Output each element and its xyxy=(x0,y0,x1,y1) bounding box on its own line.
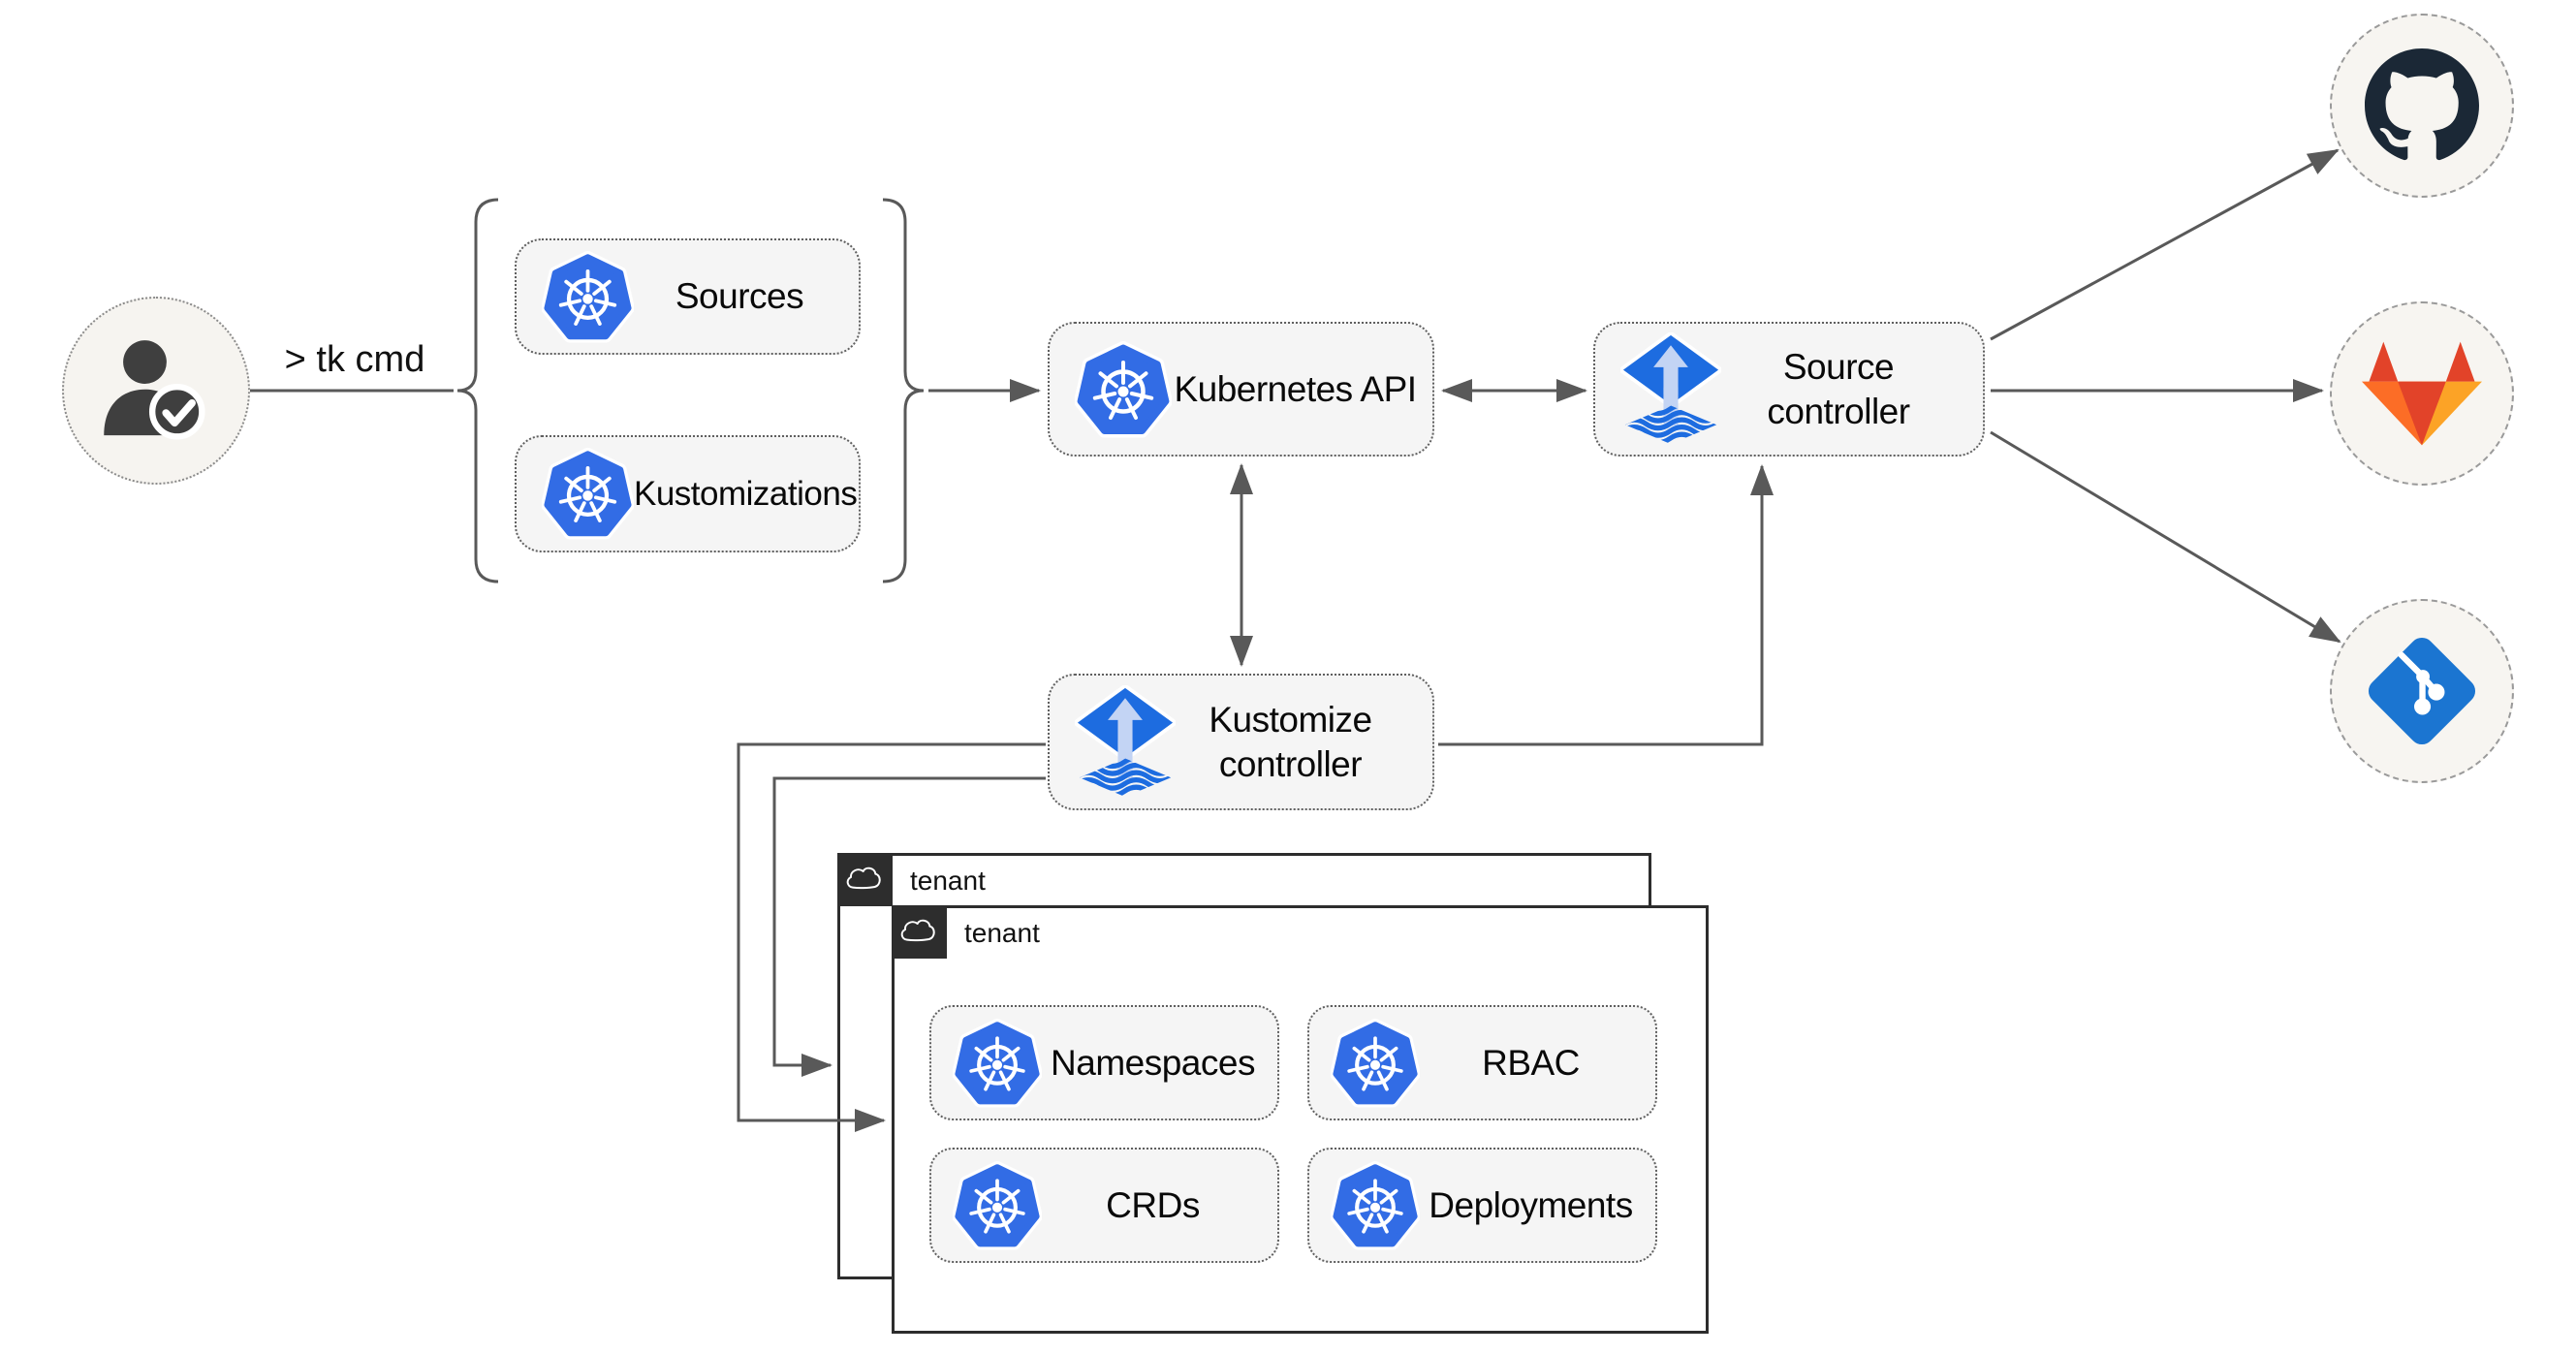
deployments-label: Deployments xyxy=(1429,1184,1633,1225)
bracket-right xyxy=(882,198,925,583)
kubernetes-api-label: Kubernetes API xyxy=(1174,368,1417,409)
tenant-corner-badge xyxy=(836,852,893,906)
cloud-icon xyxy=(899,918,938,945)
edge-source-controller-to-github xyxy=(1990,148,2340,341)
kubernetes-icon xyxy=(1331,1019,1420,1108)
kubernetes-icon xyxy=(542,251,634,343)
rbac-node: RBAC xyxy=(1307,1005,1657,1120)
cloud-icon xyxy=(845,866,884,893)
tenant-label: tenant xyxy=(964,918,1040,948)
git-icon xyxy=(2360,629,2484,753)
tenant-corner-badge xyxy=(891,904,947,959)
git-provider xyxy=(2330,599,2514,783)
sources-node: Sources xyxy=(515,238,861,355)
source-controller-label: Source controller xyxy=(1767,347,1910,431)
flux-icon xyxy=(1620,332,1721,446)
gitlab-icon xyxy=(2362,339,2482,448)
kubernetes-icon xyxy=(953,1019,1042,1108)
deployments-node: Deployments xyxy=(1307,1148,1657,1263)
kubernetes-api-node: Kubernetes API xyxy=(1048,322,1434,457)
cli-command-label: > tk cmd xyxy=(284,339,425,380)
bracket-left xyxy=(456,198,499,583)
namespaces-label: Namespaces xyxy=(1051,1042,1255,1083)
source-controller-node: Source controller xyxy=(1593,322,1985,457)
gitlab-provider xyxy=(2330,301,2514,486)
github-icon xyxy=(2365,48,2479,163)
tenant-label: tenant xyxy=(910,866,986,896)
namespaces-node: Namespaces xyxy=(929,1005,1279,1120)
edge-kustomize-to-source-controller xyxy=(1438,464,1774,746)
tenant-group-front: tenant Namespaces RBAC CRDs Deployments xyxy=(891,904,1709,1334)
kustomize-controller-label: Kustomize controller xyxy=(1209,700,1372,784)
github-provider xyxy=(2330,14,2514,198)
kubernetes-icon xyxy=(1331,1161,1420,1250)
user-avatar xyxy=(62,297,250,485)
sources-label: Sources xyxy=(675,276,804,316)
edge-source-controller-to-git xyxy=(1990,430,2341,644)
kubernetes-icon xyxy=(542,448,634,540)
kustomizations-label: Kustomizations xyxy=(634,474,858,513)
crds-node: CRDs xyxy=(929,1148,1279,1263)
rbac-label: RBAC xyxy=(1482,1042,1580,1083)
flux-icon xyxy=(1075,685,1176,799)
user-check-icon xyxy=(94,329,218,453)
kustomizations-node: Kustomizations xyxy=(515,435,861,552)
kustomize-controller-node: Kustomize controller xyxy=(1048,674,1434,810)
kubernetes-icon xyxy=(953,1161,1042,1250)
kubernetes-icon xyxy=(1075,341,1172,438)
crds-label: CRDs xyxy=(1106,1184,1200,1225)
